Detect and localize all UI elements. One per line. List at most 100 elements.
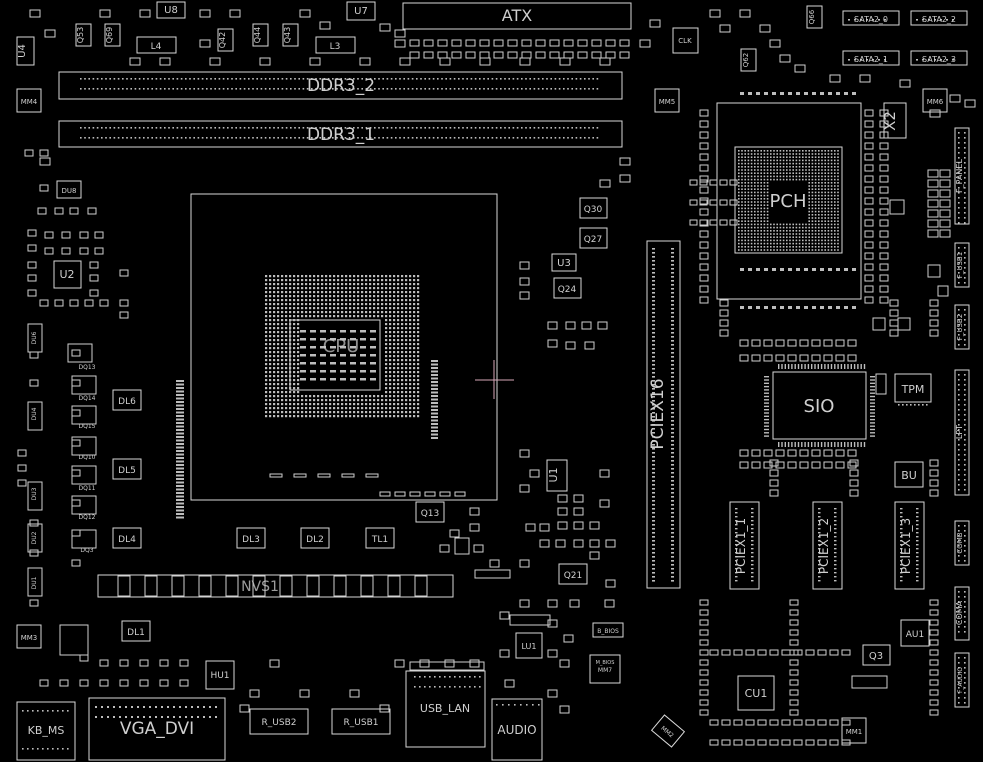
u3-chip bbox=[551, 253, 577, 272]
dq11-label: DQ11 bbox=[79, 485, 96, 492]
mm3-marker bbox=[16, 624, 42, 649]
l3-label: L3 bbox=[330, 42, 341, 52]
ddr3-1-label: DDR3_1 bbox=[307, 125, 375, 145]
usb-lan-port bbox=[405, 670, 486, 748]
dl1-label: DL1 bbox=[127, 628, 145, 638]
u2-chip bbox=[53, 260, 82, 289]
mm6-label: MM6 bbox=[927, 98, 944, 106]
r-usb1-header bbox=[331, 708, 391, 735]
dl1-inductor bbox=[121, 620, 151, 642]
m-bios-label: M_BIOS bbox=[596, 660, 615, 666]
q27-label: Q27 bbox=[584, 235, 603, 245]
r-usb1-label: R_USB1 bbox=[344, 718, 379, 728]
dl4-label: DL4 bbox=[118, 535, 136, 545]
pciex1-1-slot bbox=[729, 501, 760, 590]
q62-chip bbox=[740, 48, 757, 72]
q42-label: Q42 bbox=[218, 32, 227, 48]
dl3-inductor bbox=[236, 527, 266, 549]
ddr3-1-slot bbox=[58, 120, 623, 148]
u8-chip bbox=[156, 1, 186, 19]
lpt-header bbox=[954, 369, 970, 496]
dq12-label: DQ12 bbox=[79, 514, 96, 521]
q27-chip bbox=[579, 227, 608, 249]
q43-chip bbox=[282, 23, 299, 47]
sata2-2-port bbox=[910, 10, 968, 26]
bu-battery bbox=[894, 461, 924, 488]
sata2-1-label: SATA2_1 bbox=[854, 55, 888, 64]
cu1-label: CU1 bbox=[745, 687, 768, 700]
comb-label: COMB bbox=[956, 532, 964, 553]
u7-chip bbox=[346, 1, 376, 21]
sio-chip bbox=[772, 371, 867, 440]
strip-label: NVS1 bbox=[241, 579, 279, 595]
q42-chip bbox=[217, 28, 234, 52]
sata2-0-port bbox=[842, 10, 900, 26]
mm7-label: MM7 bbox=[598, 667, 612, 674]
dl5-inductor bbox=[112, 458, 142, 480]
du8-label: DU8 bbox=[62, 187, 77, 195]
clk-label: CLK bbox=[678, 37, 692, 45]
q66-chip bbox=[806, 5, 823, 29]
mm7-marker bbox=[589, 654, 621, 684]
u4-label: U4 bbox=[17, 44, 28, 58]
sio-label: SIO bbox=[804, 396, 835, 417]
kb-ms-port bbox=[16, 701, 76, 761]
sata2-3-port bbox=[910, 50, 968, 66]
pciex1-2-label: PCIEX1_2 bbox=[817, 518, 831, 574]
dl3-label: DL3 bbox=[242, 535, 260, 545]
comb-header bbox=[954, 520, 970, 566]
u8-label: U8 bbox=[164, 5, 178, 16]
mm4-marker bbox=[16, 88, 42, 113]
l4-inductor bbox=[136, 36, 177, 54]
q30-label: Q30 bbox=[584, 205, 603, 215]
dl5-label: DL5 bbox=[118, 466, 136, 476]
q66-label: Q66 bbox=[808, 9, 816, 24]
kb-ms-label: KB_MS bbox=[28, 724, 65, 737]
pciex16-label: PCIEX16 bbox=[648, 378, 668, 449]
f-usb2-label: F_USB2 bbox=[956, 314, 964, 340]
mm1-label: MM1 bbox=[846, 728, 863, 736]
q3-chip bbox=[862, 644, 891, 666]
dl4-inductor bbox=[112, 527, 142, 549]
du6-label: DU6 bbox=[31, 331, 38, 344]
au1-chip bbox=[900, 619, 930, 647]
pciex1-2-slot bbox=[812, 501, 843, 590]
au1-label: AU1 bbox=[906, 630, 924, 640]
mm5-label: MM5 bbox=[659, 98, 676, 106]
cpu-socket bbox=[190, 193, 498, 501]
q69-label: Q69 bbox=[105, 27, 114, 43]
mm6-marker bbox=[922, 88, 948, 113]
dq14-label: DQ14 bbox=[79, 395, 96, 402]
tl1-label: TL1 bbox=[371, 535, 388, 545]
q62-label: Q62 bbox=[742, 53, 750, 67]
q69-chip bbox=[104, 23, 121, 47]
f-panel-header bbox=[954, 127, 970, 225]
audio-port bbox=[491, 698, 543, 761]
dl6-label: DL6 bbox=[118, 397, 136, 407]
q53-label: Q53 bbox=[76, 27, 85, 43]
u3-label: U3 bbox=[557, 258, 571, 269]
u1-label: U1 bbox=[547, 467, 560, 482]
atx-connector bbox=[402, 2, 632, 30]
du2-label: DU2 bbox=[31, 531, 38, 544]
tl1-inductor bbox=[365, 527, 395, 549]
q21-label: Q21 bbox=[564, 571, 583, 581]
sata2-1-port bbox=[842, 50, 900, 66]
f-audio-header bbox=[954, 652, 970, 708]
dl6-inductor bbox=[112, 389, 142, 411]
q53-chip bbox=[75, 23, 92, 47]
r-usb2-label: R_USB2 bbox=[262, 718, 297, 728]
sata2-0-label: SATA2_0 bbox=[854, 15, 888, 24]
q21-chip bbox=[558, 563, 588, 585]
clk-chip bbox=[672, 27, 699, 54]
dq3-label: DQ3 bbox=[80, 547, 93, 554]
b-bios-label: B_BIOS bbox=[597, 628, 619, 635]
f-usb2-header bbox=[954, 304, 970, 350]
l3-inductor bbox=[315, 36, 356, 54]
hu1-chip bbox=[205, 660, 235, 690]
pciex16-slot bbox=[646, 240, 681, 589]
f-usb1-header bbox=[954, 242, 970, 288]
q44-label: Q44 bbox=[253, 27, 262, 43]
mm2-marker bbox=[650, 714, 686, 748]
